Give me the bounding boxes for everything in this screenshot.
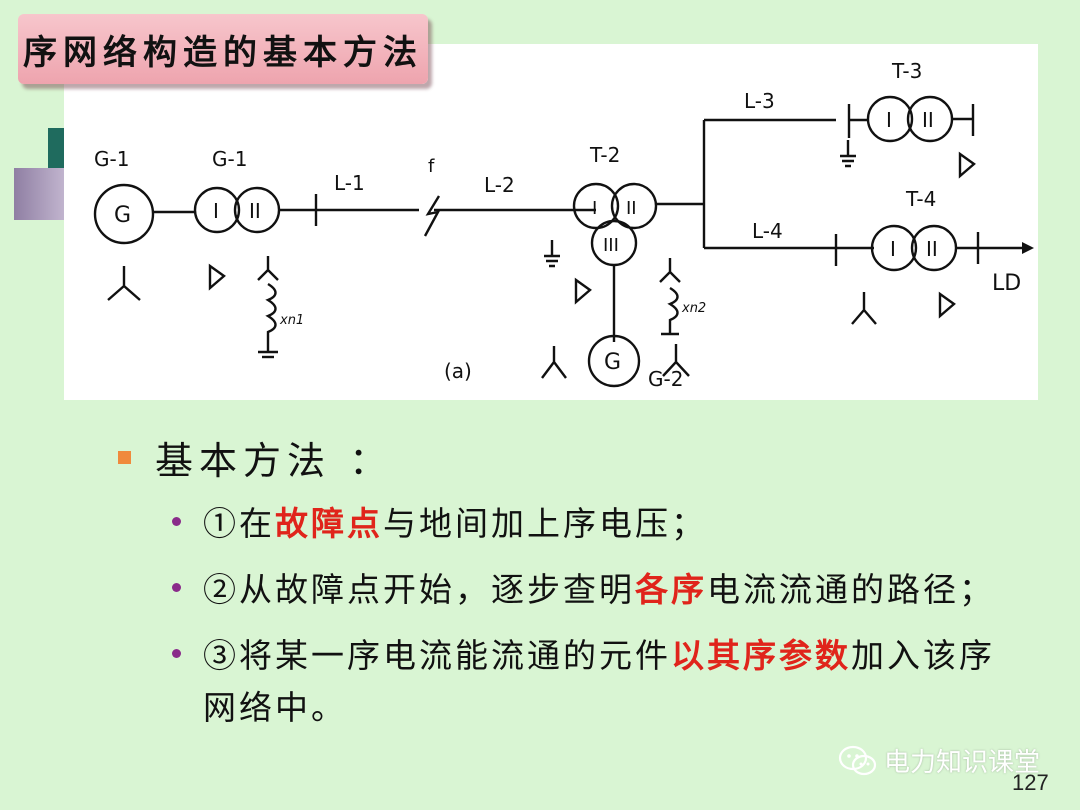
label-l1: L-1 xyxy=(334,171,365,195)
item-text-highlight: 各序 xyxy=(635,570,707,609)
diagram-caption: (a) xyxy=(444,359,472,383)
watermark-text: 电力知识课堂 xyxy=(884,748,1041,778)
item-text-suffix: 加入该序网络中。 xyxy=(203,636,995,727)
list-item: ③将某一序电流能流通的元件以其序参数加入该序网络中。 xyxy=(172,630,1012,734)
list-item: ①在故障点与地间加上序电压； xyxy=(172,498,1012,550)
label-g2: G-2 xyxy=(648,367,683,391)
label-fault: f xyxy=(428,156,435,177)
item-text-prefix: ①在 xyxy=(203,504,275,543)
page-number: 127 xyxy=(1012,770,1049,795)
label-t4: T-4 xyxy=(905,187,936,211)
label-winding: III xyxy=(603,235,619,256)
generator-g1-symbol xyxy=(93,183,155,245)
item-text-suffix: 与地间加上序电压； xyxy=(383,504,707,543)
label-winding: I xyxy=(890,237,896,261)
dot-bullet-icon xyxy=(172,583,181,592)
item-text-highlight: 以其序参数 xyxy=(671,636,851,675)
label-winding: II xyxy=(926,237,938,261)
slide-title: 序网络构造的基本方法 xyxy=(23,32,423,73)
item-text-highlight: 故障点 xyxy=(275,504,383,543)
label-winding: II xyxy=(626,198,637,219)
method-heading-row: 基本方法 ： xyxy=(118,430,393,485)
square-bullet-icon xyxy=(118,451,131,464)
dot-bullet-icon xyxy=(172,649,181,658)
label-xn1: xn1 xyxy=(279,313,304,328)
circuit-diagram: G-1 G G-1 I II L-1 f L-2 T-2 I II III G … xyxy=(64,44,1038,400)
item-text-suffix: 电流流通的路径； xyxy=(707,570,995,609)
label-winding: I xyxy=(213,199,219,223)
method-heading: 基本方法 ： xyxy=(155,439,394,483)
label-g1-generator: G-1 xyxy=(94,147,129,171)
label-t3: T-3 xyxy=(891,59,922,83)
dot-bullet-icon xyxy=(172,517,181,526)
method-list: ①在故障点与地间加上序电压； ②从故障点开始，逐步查明各序电流流通的路径； ③将… xyxy=(172,498,1012,748)
label-l4: L-4 xyxy=(752,219,783,243)
label-l2: L-2 xyxy=(484,173,515,197)
label-ld: LD xyxy=(992,271,1021,296)
item-text-prefix: ②从故障点开始，逐步查明 xyxy=(203,570,635,609)
label-t2: T-2 xyxy=(589,143,620,167)
wechat-icon xyxy=(838,745,877,775)
label-winding: II xyxy=(922,108,934,132)
label-winding: I xyxy=(886,108,892,132)
label-xn2: xn2 xyxy=(681,301,706,316)
slide-title-box: 序网络构造的基本方法 xyxy=(18,14,428,84)
list-item: ②从故障点开始，逐步查明各序电流流通的路径； xyxy=(172,564,1012,616)
watermark: 电力知识课堂 xyxy=(838,742,1040,779)
label-winding: II xyxy=(249,199,261,223)
item-text-prefix: ③将某一序电流能流通的元件 xyxy=(203,636,671,675)
label-g1-transformer: G-1 xyxy=(212,147,247,171)
label-l3: L-3 xyxy=(744,89,775,113)
label-winding: I xyxy=(592,198,597,219)
label-generator-g: G xyxy=(604,350,621,375)
label-generator-g: G xyxy=(114,203,131,228)
